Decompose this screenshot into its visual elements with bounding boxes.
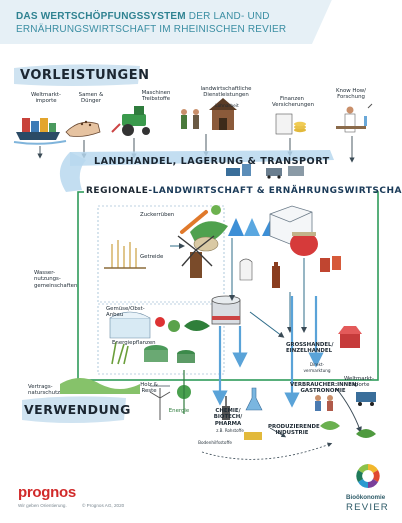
page-title: DAS WERTSCHÖPFUNGSSYSTEM DER LAND- UND E… bbox=[16, 10, 316, 36]
jam-jars-icon bbox=[290, 232, 341, 272]
title-rest: DER LAND- UND bbox=[185, 11, 270, 22]
label-energiepflanzen: Energiepflanzen bbox=[112, 340, 156, 346]
bioeconomy-logo-mark bbox=[356, 464, 380, 488]
bio-logo-line2: REVIER bbox=[346, 502, 389, 513]
bio-logo-line1: Bioökonomie bbox=[346, 494, 386, 501]
label-zuckerrueben: Zuckerrüben bbox=[140, 212, 175, 218]
label-energie: Energie bbox=[168, 408, 190, 414]
title-line-2: ERNÄHRUNGSWIRTSCHAFT IM RHEINISCHEN REVI… bbox=[16, 24, 287, 35]
verwendung-banner bbox=[22, 396, 126, 423]
input-label-world-import: Weltmarkt-importe bbox=[31, 92, 61, 105]
energy-wind-icon bbox=[149, 388, 171, 420]
input-label-knowhow: Know How/ Forschung bbox=[336, 88, 366, 101]
section-verwendung: VERWENDUNG bbox=[24, 402, 131, 417]
recycle-loop bbox=[201, 442, 333, 460]
section-landhandel: LANDHANDEL, LAGERUNG & TRANSPORT bbox=[94, 156, 330, 167]
processing-cylinder-icon bbox=[211, 295, 241, 325]
label-produzierende: PRODUZIERENDE INDUSTRIE bbox=[268, 424, 320, 437]
regional-title-bar bbox=[84, 186, 374, 200]
label-verbraucher: VERBRAUCHER:INNEN/ GASTRONOMIE bbox=[290, 382, 359, 395]
label-gemuese: Gemüse/Obst-Anbau bbox=[106, 306, 145, 319]
flow-band-main bbox=[70, 150, 334, 166]
vorleistungen-banner bbox=[14, 64, 140, 86]
title-bold: DAS WERTSCHÖPFUNGSSYSTEM bbox=[16, 11, 186, 22]
input-label-machines: Maschinen Treibstoffe bbox=[141, 90, 171, 103]
input-label-lohnarbeit: Lohnarbeit bbox=[215, 104, 239, 109]
label-getreide: Getreide bbox=[140, 254, 164, 260]
beverage-bottles-icon bbox=[239, 258, 280, 288]
copyright: © Prognos AG, 2020 bbox=[82, 503, 125, 508]
finance-coins-icon bbox=[275, 113, 306, 135]
regional-suffix: -LANDWIRTSCHAFT & ERNÄHRUNGSWIRTSCHAFT bbox=[148, 186, 402, 196]
label-wasser: Wasser-nutzungs-gemeinschaften bbox=[34, 270, 78, 289]
input-label-seeds: Samen & Dünger bbox=[78, 92, 104, 105]
section-vorleistungen: VORLEISTUNGEN bbox=[20, 68, 150, 83]
arable-box bbox=[97, 205, 225, 303]
label-boden: Bodenhilfsstoffe bbox=[198, 440, 232, 445]
seed-hand-icon bbox=[65, 120, 101, 137]
label-grosshandel: GROSSHANDEL/ EINZELHANDEL bbox=[286, 342, 334, 355]
consumer-people-icon bbox=[315, 395, 333, 411]
prognos-logo: prognos bbox=[18, 484, 76, 501]
section-regional: REGIONALE-LANDWIRTSCHAFT & ERNÄHRUNGSWIR… bbox=[86, 186, 402, 196]
regional-prefix: REGIONALE bbox=[86, 186, 149, 196]
biogas-plant-icon bbox=[111, 341, 195, 365]
process-flow-arrows bbox=[170, 238, 307, 338]
small-leaves-deco bbox=[320, 421, 376, 438]
regional-frame bbox=[77, 191, 379, 381]
label-holzreste: Holz & Reste bbox=[140, 382, 158, 395]
greenhouse-icon bbox=[109, 311, 210, 339]
label-weltmarktexporte: Weltmarkt-exporte bbox=[344, 376, 374, 389]
veg-box bbox=[97, 303, 225, 375]
research-scientist-icon bbox=[336, 103, 373, 133]
export-truck-icon bbox=[356, 392, 376, 406]
grain-field-illustration bbox=[104, 240, 146, 269]
prognos-claim: Wir geben Orientierung. bbox=[18, 503, 67, 508]
windmill-icon bbox=[177, 235, 215, 278]
input-label-finance: Finanzen Versicherungen bbox=[272, 96, 315, 109]
label-vertragsnaturschutz: Vertrags-naturschutz bbox=[28, 384, 61, 397]
input-label-services: landwirtschaftliche Dienstleistungen bbox=[200, 86, 252, 99]
label-chemie: CHEMIE/ BIOTECH/ PHARMA bbox=[213, 408, 243, 427]
landscape-icon bbox=[60, 370, 191, 414]
retail-shop-icon bbox=[338, 326, 362, 348]
flow-band-down bbox=[59, 152, 86, 192]
farm-service-people-icon bbox=[181, 98, 237, 130]
tractor-icon bbox=[111, 106, 150, 136]
chemie-plant-icon bbox=[222, 396, 230, 420]
header-banner: DAS WERTSCHÖPFUNGSSYSTEM DER LAND- UND E… bbox=[0, 0, 402, 44]
label-direktvermarktung: Direkt-vermarktung bbox=[303, 362, 331, 374]
world-import-ship-icon bbox=[13, 118, 67, 145]
label-chemie-sub: z.B. Rohstoffe bbox=[216, 428, 244, 433]
industry-flask-icon bbox=[244, 387, 287, 440]
export-arrow bbox=[335, 387, 362, 433]
landhandel-icons bbox=[226, 164, 304, 179]
